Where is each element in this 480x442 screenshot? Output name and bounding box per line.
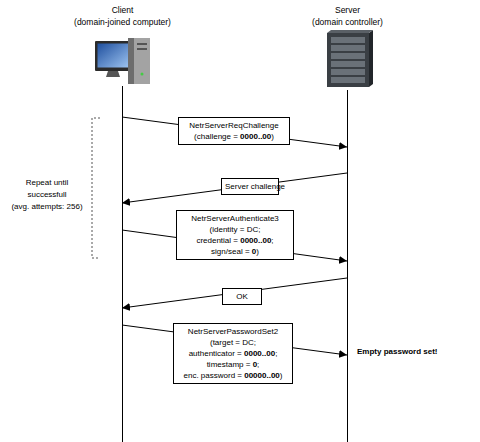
- text-run: authenticator =: [189, 349, 244, 358]
- message-arrow: [262, 278, 347, 289]
- text-run: ): [280, 371, 283, 380]
- text-run: sign/seal =: [211, 247, 252, 256]
- text-run: OK: [236, 292, 248, 301]
- message-param: sign/seal = 0): [180, 246, 290, 257]
- text-run: (domain controller): [312, 17, 383, 27]
- text-run: (target = DC;: [210, 338, 256, 347]
- server-icon: [327, 30, 373, 87]
- message-arrow: [279, 173, 347, 182]
- message-param: (target = DC;: [177, 337, 289, 348]
- message-box: OK: [222, 288, 262, 305]
- rack-unit: [331, 37, 365, 43]
- text-run: 0000..00: [244, 349, 275, 358]
- message-param: (identity = DC;: [180, 224, 290, 235]
- rack-unit: [331, 77, 365, 83]
- text-run: ): [271, 132, 274, 141]
- message-arrow: [122, 325, 173, 332]
- text-run: 0000..00: [240, 236, 271, 245]
- participant-name: Client: [13, 4, 233, 16]
- repeat-bracket: [92, 118, 100, 258]
- repeat-note: Repeat until: [26, 177, 69, 189]
- message-arrow: [294, 254, 347, 261]
- text-run: ): [256, 247, 259, 256]
- text-run: 0000..00: [240, 132, 271, 141]
- participant-role: (domain controller): [238, 16, 458, 28]
- message-param: timestamp = 0;: [177, 359, 289, 370]
- message-box: NetrServerPasswordSet2(target = DC;authe…: [173, 323, 293, 384]
- rack-body: [327, 33, 369, 87]
- message-arrow: [122, 190, 221, 203]
- text-run: credential =: [196, 236, 240, 245]
- tower-case: [128, 38, 150, 84]
- message-name: NetrServerPasswordSet2: [177, 326, 289, 337]
- rack-top: [327, 30, 373, 33]
- text-run: NetrServerPasswordSet2: [188, 327, 278, 336]
- participant-header: Server (domain controller): [238, 4, 458, 28]
- text-run: 00000..00: [244, 371, 280, 380]
- participant-role: (domain-joined computer): [13, 16, 233, 28]
- text-run: ;: [275, 349, 277, 358]
- drive-slot: [137, 43, 147, 45]
- message-name: NetrServerAuthenticate3: [180, 213, 290, 224]
- drive-slot: [137, 48, 147, 50]
- monitor-frame: [95, 41, 131, 71]
- message-arrow: [290, 139, 347, 147]
- text-run: ;: [271, 236, 273, 245]
- computer-icon: [95, 38, 150, 84]
- text-run: Server challenge: [225, 182, 285, 191]
- rack-side: [369, 30, 373, 87]
- text-run: 0: [252, 247, 256, 256]
- message-box: Server challenge: [221, 178, 279, 195]
- result-note: Empty password set!: [357, 346, 437, 358]
- text-run: NetrServerReqChallenge: [189, 121, 278, 130]
- participant-header: Client (domain-joined computer): [13, 4, 233, 28]
- text-run: (challenge =: [194, 132, 240, 141]
- text-run: enc. password =: [184, 371, 245, 380]
- repeat-note: successfull: [27, 189, 66, 201]
- rack-unit: [331, 69, 365, 75]
- lifeline: Server(domain controller): [347, 90, 348, 442]
- lifeline: Client(domain-joined computer): [122, 86, 123, 442]
- tower-side: [128, 38, 134, 84]
- message-arrow: [122, 295, 222, 308]
- message-param: enc. password = 00000..00): [177, 370, 289, 381]
- message-arrow: [293, 348, 347, 355]
- text-run: Client: [112, 5, 134, 15]
- message-name: NetrServerReqChallenge: [182, 120, 286, 131]
- text-run: timestamp =: [207, 360, 253, 369]
- repeat-note: (avg. attempts: 256): [11, 201, 82, 213]
- message-box: NetrServerAuthenticate3(identity = DC;cr…: [176, 210, 294, 260]
- connector-layer: [122, 117, 347, 355]
- message-param: credential = 0000..00;: [180, 235, 290, 246]
- text-run: Server: [335, 5, 360, 15]
- message-name: OK: [226, 291, 258, 302]
- participant-name: Server: [238, 4, 458, 16]
- rack-unit: [331, 45, 365, 51]
- text-run: (domain-joined computer): [74, 17, 171, 27]
- rack-unit: [331, 61, 365, 67]
- monitor-stand: [106, 71, 120, 77]
- message-arrow: [122, 230, 176, 237]
- text-run: NetrServerAuthenticate3: [191, 214, 279, 223]
- power-light: [141, 73, 144, 76]
- message-param: (challenge = 0000..00): [182, 131, 286, 142]
- message-param: authenticator = 0000..00;: [177, 348, 289, 359]
- message-box: NetrServerReqChallenge(challenge = 0000.…: [178, 117, 290, 145]
- text-run: ;: [257, 360, 259, 369]
- text-run: 0: [253, 360, 257, 369]
- message-arrow: [122, 117, 178, 124]
- rack-unit: [331, 53, 365, 59]
- message-name: Server challenge: [225, 181, 275, 192]
- text-run: (identity = DC;: [210, 225, 261, 234]
- monitor-screen: [98, 44, 129, 68]
